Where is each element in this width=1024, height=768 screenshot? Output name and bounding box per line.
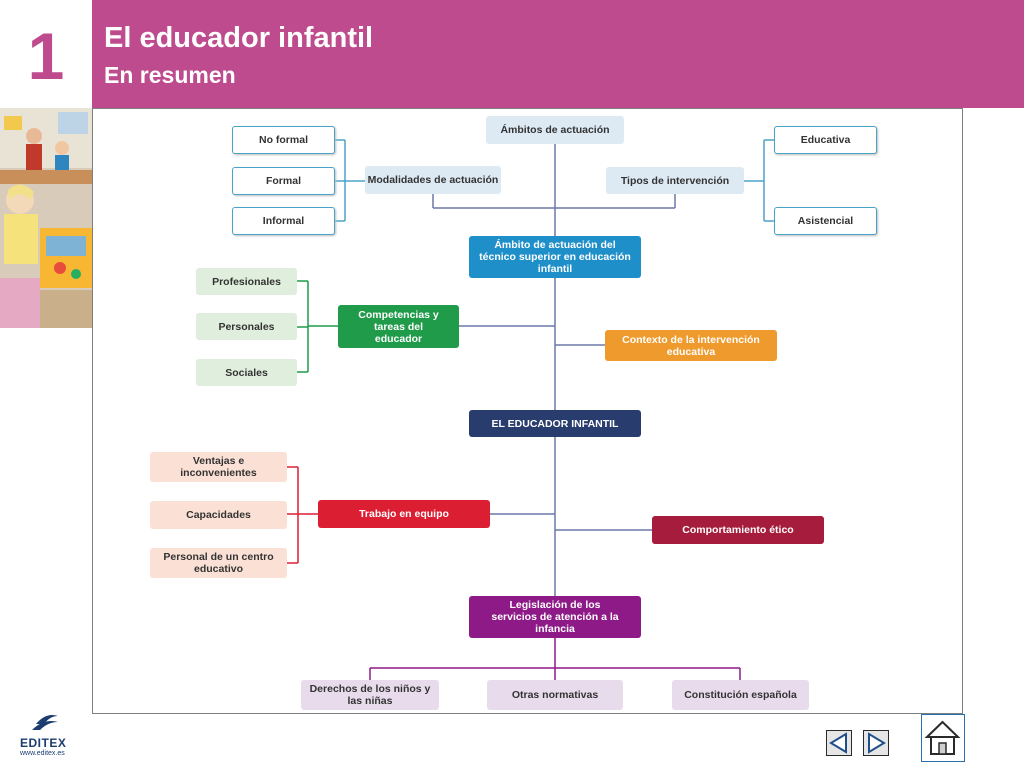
next-button[interactable] xyxy=(863,730,889,756)
home-button[interactable] xyxy=(921,714,965,762)
header-band xyxy=(92,0,1024,108)
node-ventajas: Ventajas e inconvenientes xyxy=(150,452,287,482)
node-informal: Informal xyxy=(232,207,335,235)
page-title: El educador infantil xyxy=(104,22,374,54)
node-ambito-tecnico: Ámbito de actuación del técnico superior… xyxy=(469,236,641,278)
chapter-box: 1 xyxy=(0,0,92,108)
node-capacidades: Capacidades xyxy=(150,501,287,529)
node-legislacion: Legislación de los servicios de atención… xyxy=(469,596,641,638)
node-modalidades: Modalidades de actuación xyxy=(365,166,501,194)
node-personales: Personales xyxy=(196,313,297,340)
node-ambitos-actuacion: Ámbitos de actuación xyxy=(486,116,624,144)
node-comportamiento-etico: Comportamiento ético xyxy=(652,516,824,544)
triangle-left-icon xyxy=(829,732,847,754)
triangle-right-icon xyxy=(868,732,886,754)
chapter-number: 1 xyxy=(27,19,65,93)
node-tipos-intervencion: Tipos de intervención xyxy=(606,167,744,194)
node-asistencial: Asistencial xyxy=(774,207,877,235)
node-sociales: Sociales xyxy=(196,359,297,386)
node-profesionales: Profesionales xyxy=(196,268,297,295)
node-otras-normativas: Otras normativas xyxy=(487,680,623,710)
editex-logo xyxy=(14,710,78,760)
editex-logo-text: EDITEX xyxy=(20,736,67,750)
editex-url: www.editex.es xyxy=(20,750,65,757)
node-formal: Formal xyxy=(232,167,335,195)
node-educativa: Educativa xyxy=(774,126,877,154)
editex-logo-mark-icon xyxy=(32,715,58,730)
node-constitucion: Constitución española xyxy=(672,680,809,710)
node-educador-infantil: EL EDUCADOR INFANTIL xyxy=(469,410,641,437)
previous-button[interactable] xyxy=(826,730,852,756)
house-icon xyxy=(924,720,961,755)
classroom-photo xyxy=(0,108,92,328)
node-no-formal: No formal xyxy=(232,126,335,154)
node-competencias: Competencias y tareas del educador xyxy=(338,305,459,348)
node-derechos: Derechos de los niños y las niñas xyxy=(301,680,439,710)
node-contexto: Contexto de la intervención educativa xyxy=(605,330,777,361)
node-trabajo-equipo: Trabajo en equipo xyxy=(318,500,490,528)
node-personal-centro: Personal de un centro educativo xyxy=(150,548,287,578)
page-subtitle: En resumen xyxy=(104,62,236,88)
